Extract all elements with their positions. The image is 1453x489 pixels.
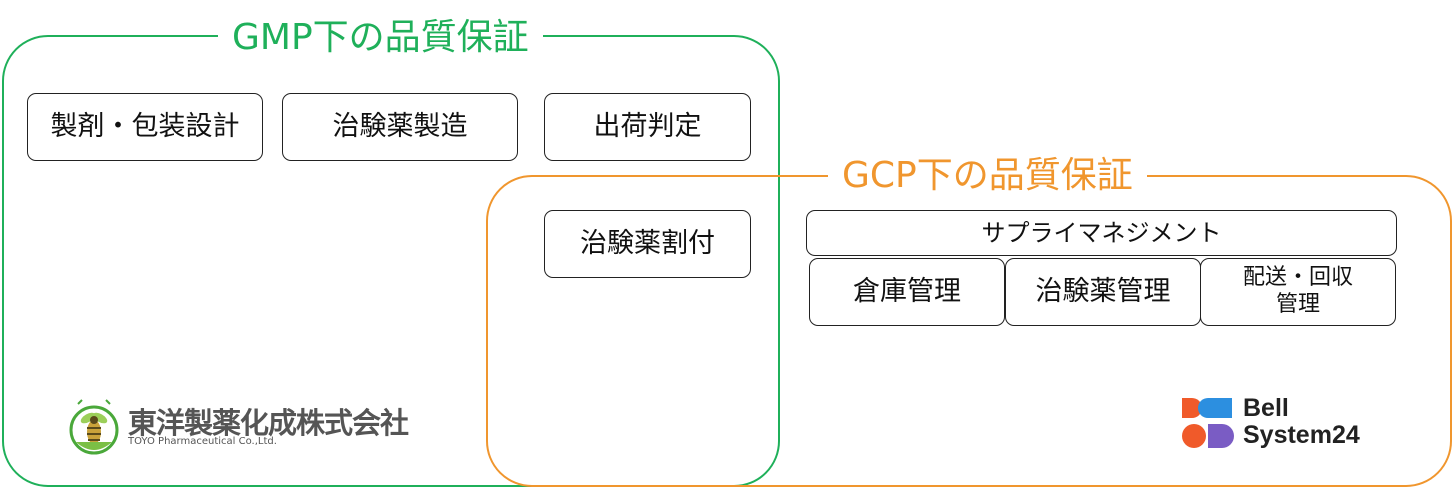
bell-wordmark-line2: System24 [1243, 421, 1360, 449]
formulation-packaging-design-box: 製剤・包装設計 [27, 93, 263, 161]
shipment-release-box: 出荷判定 [544, 93, 751, 161]
warehouse-management-box: 倉庫管理 [809, 258, 1005, 326]
gmp-region-title: GMP下の品質保証 [218, 16, 543, 60]
toyo-company-name: 東洋製薬化成株式会社 [128, 406, 409, 440]
bellsystem24-logo: Bell System24 [1180, 395, 1410, 457]
toyo-logo: 東洋製薬化成株式会社 TOYO Pharmaceutical Co.,Ltd. [68, 398, 428, 458]
bellsystem24-wordmark: Bell System24 [1243, 395, 1360, 449]
investigational-drug-manufacturing-box: 治験薬製造 [282, 93, 518, 161]
delivery-collection-management-box: 配送・回収 管理 [1200, 258, 1396, 326]
bee-emblem-icon [69, 399, 119, 455]
delivery-collection-line1: 配送・回収 [1242, 265, 1353, 291]
toyo-company-name-en: TOYO Pharmaceutical Co.,Ltd. [128, 436, 277, 447]
gcp-region-title: GCP下の品質保証 [828, 154, 1147, 198]
drug-management-box: 治験薬管理 [1005, 258, 1201, 326]
supply-management-box: サプライマネジメント [806, 210, 1397, 256]
drug-allocation-box: 治験薬割付 [544, 210, 751, 278]
bell-wordmark-line1: Bell [1243, 394, 1289, 422]
delivery-collection-line2: 管理 [1275, 292, 1320, 317]
bell-system-icon [1182, 398, 1234, 448]
